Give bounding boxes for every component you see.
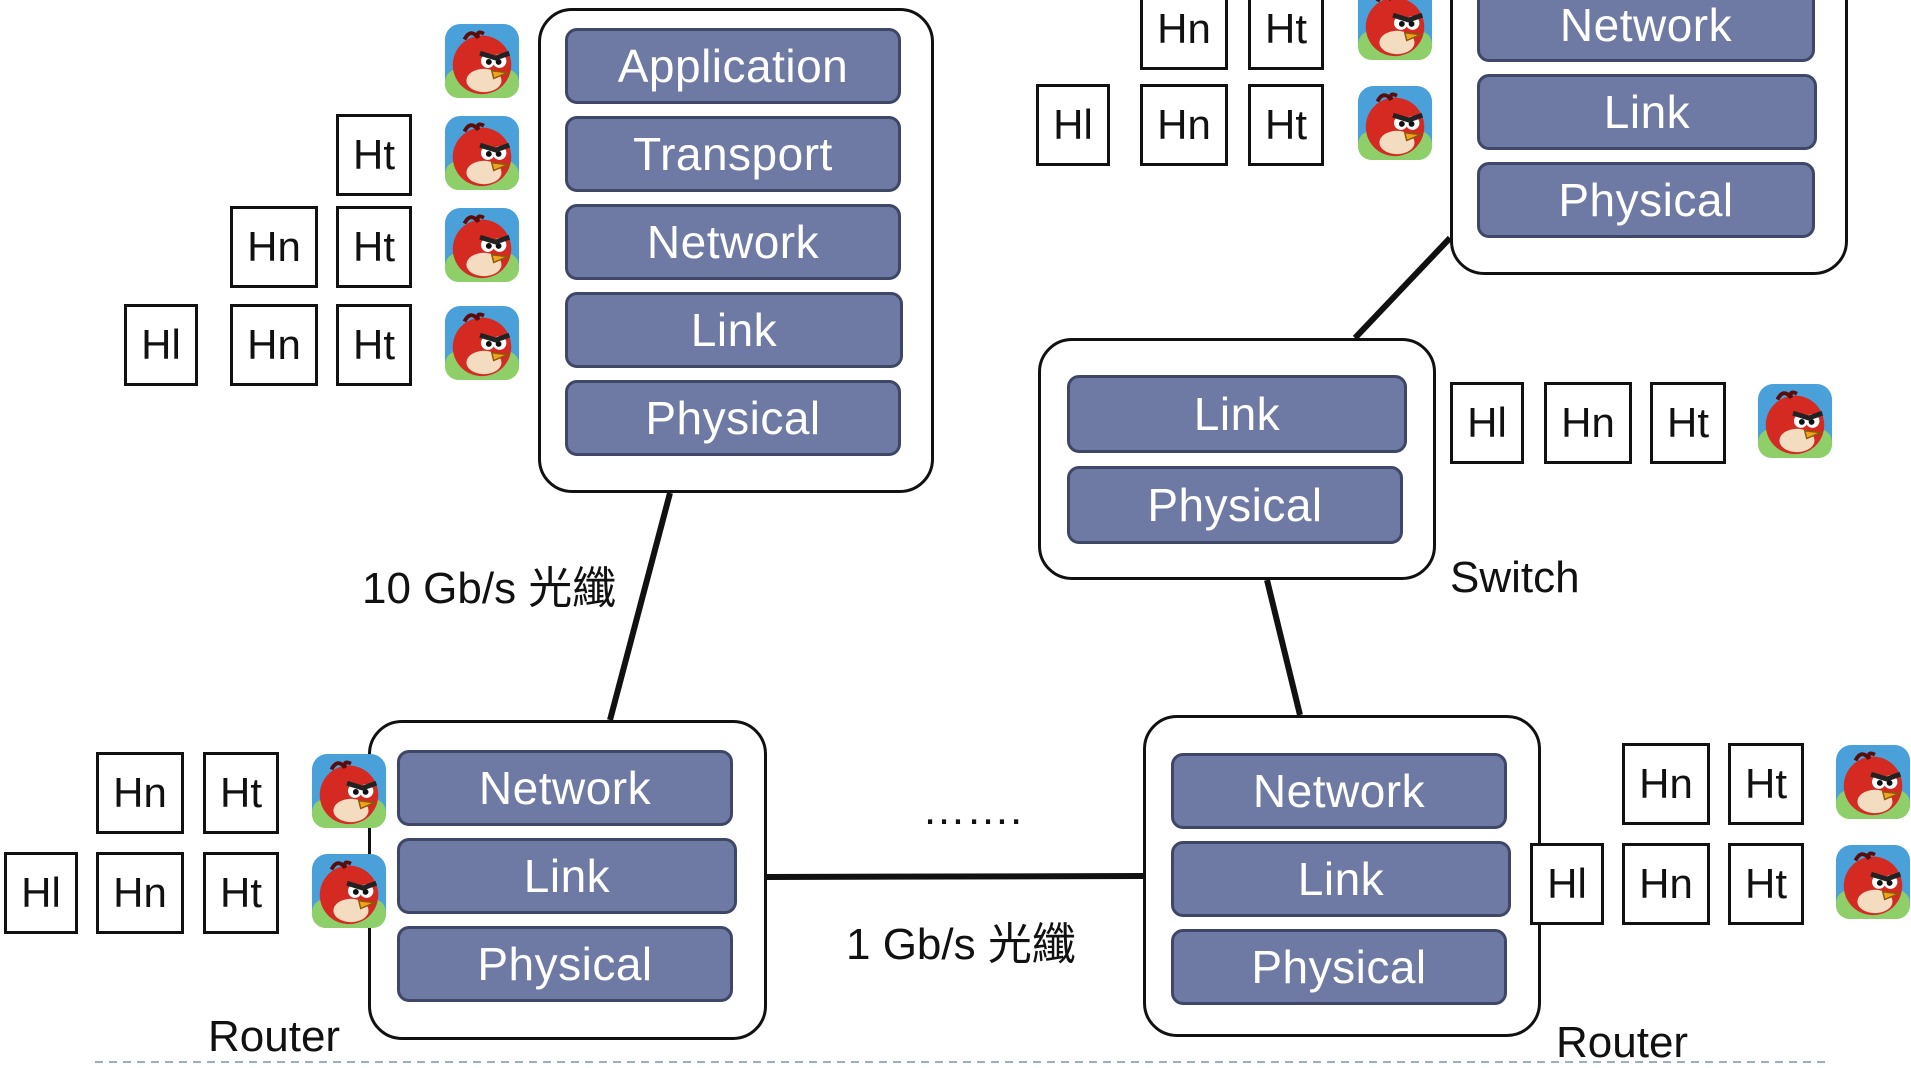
- link-host-to-router: [607, 492, 673, 721]
- layer-transport: Transport: [565, 116, 901, 192]
- header-ht: Ht: [1248, 84, 1324, 166]
- ellipsis: …….: [922, 785, 1023, 834]
- angry-bird-icon: [1834, 843, 1911, 921]
- header-ht: Ht: [1728, 743, 1804, 825]
- link-router-to-router: [766, 873, 1144, 880]
- layer-network: Network: [565, 204, 901, 280]
- header-ht: Ht: [336, 206, 412, 288]
- header-ht: Ht: [1248, 0, 1324, 70]
- angry-bird-icon: [443, 304, 521, 382]
- header-hn: Hn: [96, 752, 184, 834]
- layer-application: Application: [565, 28, 901, 104]
- layer-physical: Physical: [1477, 162, 1815, 238]
- angry-bird-icon: [310, 852, 388, 930]
- router-right-label: Router: [1556, 1018, 1689, 1067]
- angry-bird-icon: [1356, 0, 1434, 62]
- layer-link: Link: [1171, 841, 1511, 917]
- header-ht: Ht: [1728, 843, 1804, 925]
- layer-link: Link: [565, 292, 903, 368]
- header-ht: Ht: [336, 114, 412, 196]
- angry-bird-icon: [1834, 743, 1911, 821]
- link-label-1gbps: 1 Gb/s 光纖: [846, 920, 1076, 969]
- header-ht: Ht: [336, 304, 412, 386]
- link-switch-to-host: [1352, 235, 1453, 341]
- layer-network: Network: [1171, 753, 1507, 829]
- header-ht: Ht: [203, 852, 279, 934]
- link-switch-to-router: [1264, 579, 1303, 716]
- angry-bird-icon: [443, 114, 521, 192]
- header-hl: Hl: [1530, 843, 1604, 925]
- header-ht: Ht: [203, 752, 279, 834]
- angry-bird-icon: [1356, 84, 1434, 162]
- header-hl: Hl: [124, 304, 198, 386]
- layer-physical: Physical: [397, 926, 733, 1002]
- layer-link: Link: [397, 838, 737, 914]
- router-left-label: Router: [208, 1012, 341, 1061]
- header-hn: Hn: [230, 206, 318, 288]
- header-hl: Hl: [4, 852, 78, 934]
- layer-physical: Physical: [565, 380, 901, 456]
- header-hn: Hn: [230, 304, 318, 386]
- angry-bird-icon: [443, 22, 521, 100]
- angry-bird-icon: [1756, 382, 1834, 460]
- header-hn: Hn: [1140, 0, 1228, 70]
- layer-physical: Physical: [1067, 466, 1403, 544]
- layer-link: Link: [1067, 375, 1407, 453]
- header-ht: Ht: [1650, 382, 1726, 464]
- layer-link: Link: [1477, 74, 1817, 150]
- switch-label: Switch: [1450, 553, 1580, 602]
- header-hn: Hn: [1622, 743, 1710, 825]
- header-hl: Hl: [1450, 382, 1524, 464]
- angry-bird-icon: [310, 752, 388, 830]
- layer-network: Network: [1477, 0, 1815, 62]
- link-label-10gbps: 10 Gb/s 光纖: [362, 564, 617, 613]
- angry-bird-icon: [443, 206, 521, 284]
- header-hn: Hn: [1622, 843, 1710, 925]
- header-hn: Hn: [96, 852, 184, 934]
- layer-physical: Physical: [1171, 929, 1507, 1005]
- header-hn: Hn: [1544, 382, 1632, 464]
- header-hl: Hl: [1036, 84, 1110, 166]
- header-hn: Hn: [1140, 84, 1228, 166]
- layer-network: Network: [397, 750, 733, 826]
